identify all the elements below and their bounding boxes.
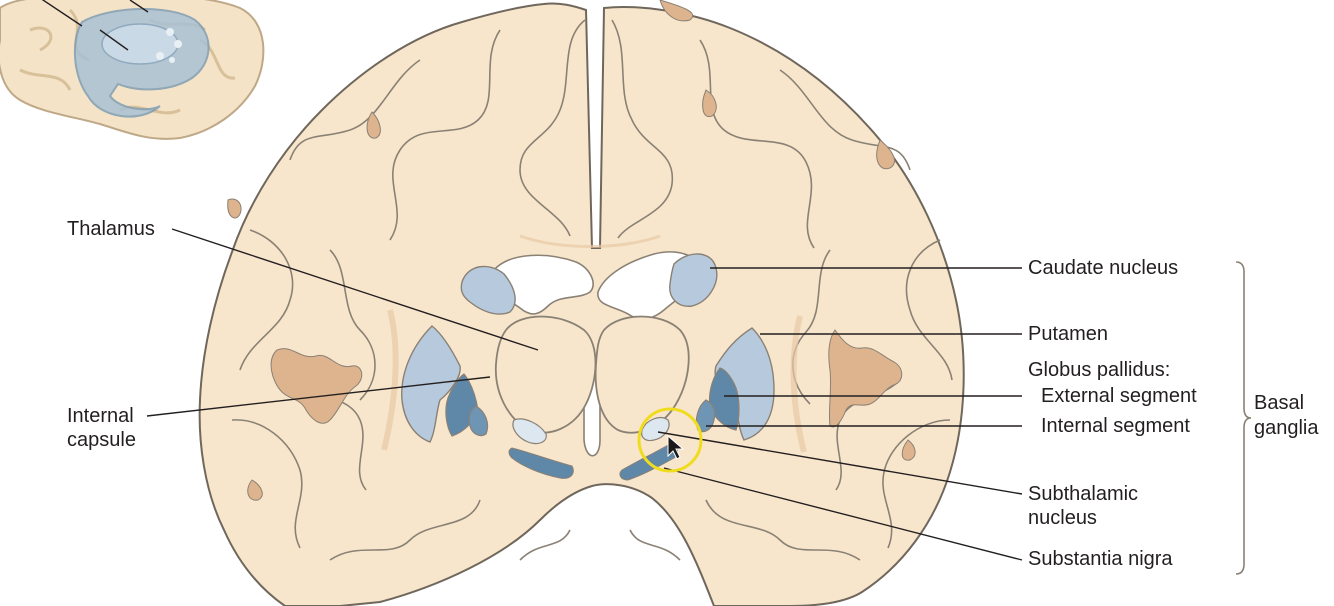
label-internal-segment: Internal segment [1041, 414, 1190, 438]
label-putamen: Putamen [1028, 322, 1108, 346]
label-external-segment: External segment [1041, 384, 1197, 408]
label-thalamus: Thalamus [67, 217, 155, 241]
label-basal-ganglia-line1: Basal [1254, 391, 1304, 415]
label-globus-pallidus: Globus pallidus: [1028, 358, 1170, 382]
label-basal-ganglia-line2: ganglia [1254, 416, 1319, 440]
label-caudate-nucleus: Caudate nucleus [1028, 256, 1178, 280]
label-subthalamic-line1: Subthalamic [1028, 482, 1138, 506]
brain-lateral-view-icon [0, 0, 263, 139]
basal-ganglia-brace [1236, 262, 1251, 574]
label-internal-capsule-line1: Internal [67, 404, 134, 428]
label-internal-capsule-line2: capsule [67, 428, 136, 452]
label-substantia-nigra: Substantia nigra [1028, 547, 1173, 571]
label-subthalamic-line2: nucleus [1028, 506, 1097, 530]
